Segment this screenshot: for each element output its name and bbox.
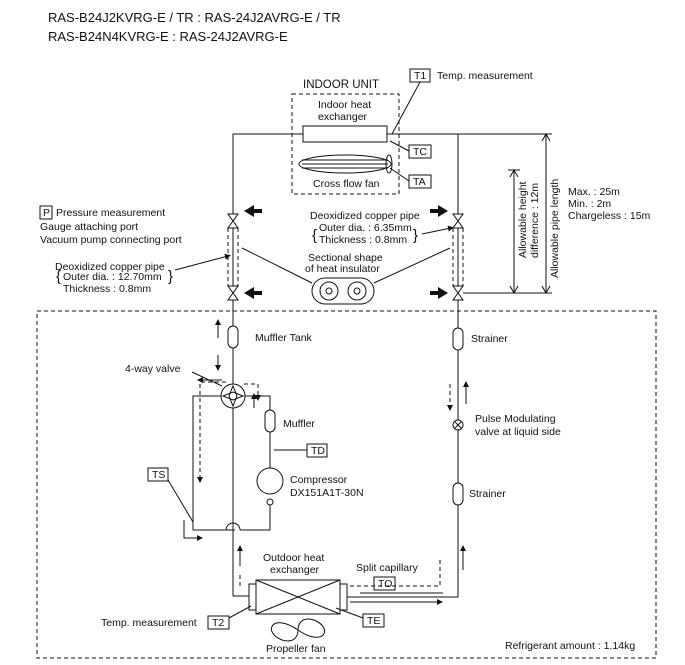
gas-pipe-outer: Outer dia. : 12.70mm [63,271,162,283]
four-way-valve-icon [220,383,246,409]
gauge-port-label: Gauge attaching port [40,221,138,233]
pressure-badge: P [43,207,50,219]
sensor-te-box [362,613,385,628]
gas-pipe-title: Deoxidized copper pipe [55,261,165,273]
sensor-tc: TC [413,146,427,158]
gas-flow-arrow-top [244,205,262,217]
liquid-flow-arrow-top [430,205,448,217]
sensor-ts-box [147,467,169,482]
cross-flow-fan-label: Cross flow fan [313,178,380,190]
propeller-fan-label: Propeller fan [266,643,326,655]
pulse-modulating-valve-icon [452,419,464,431]
insulator-label-1: Sectional shape [308,252,383,264]
refrigerant-amount: Refrigerant amount : 1.14kg [505,640,635,652]
pipe-4way-to-muffler [245,395,271,410]
liquid-pipe-thickness: Thickness : 0.8mm [319,234,407,246]
sensor-td: TD [311,445,325,457]
gas-flow-arrow-bottom [244,287,262,299]
sensor-t1: T1 [414,70,426,82]
gas-pipe-brace-left: { [56,268,61,285]
sensor-tc-box [408,144,432,159]
model-line-1: RAS-B24J2KVRG-E / TR : RAS-24J2AVRG-E / … [48,10,341,25]
propeller-fan-icon [270,618,326,642]
muffler-tank-label: Muffler Tank [255,332,313,344]
liquid-side-service-valves [452,213,464,301]
pressure-badge-box [39,205,53,220]
sensor-t1-label: Temp. measurement [437,70,533,82]
limit-chargeless: Chargeless : 15m [568,210,651,222]
insulator-section-icon [311,277,375,305]
sensor-te: TE [367,615,380,627]
insulator-label-2: of heat insulator [305,263,380,275]
limit-max: Max. : 25m [568,186,620,198]
liquid-pipe-title: Deoxidized copper pipe [310,210,420,222]
pipe-ohx-to-strainer [347,505,459,598]
split-capillary-label: Split capillary [356,562,419,574]
muffler-tank [227,325,239,349]
vacuum-port-label: Vacuum pump connecting port [40,234,182,246]
pmv-label-1: Pulse Modulating [475,413,556,425]
cross-flow-fan-icon [298,154,393,174]
strainer-bottom-label: Strainer [469,488,506,500]
indoor-hx-label-2: exchanger [318,111,368,123]
outdoor-hx-label-1: Outdoor heat [263,552,324,564]
indoor-heat-exchanger [302,125,388,143]
muffler-label: Muffler [283,418,315,430]
compressor-icon [256,467,284,495]
pmv-label-2: valve at liquid side [475,426,561,438]
four-way-valve-label: 4-way valve [125,363,181,375]
indoor-unit-boundary [291,93,400,195]
sensor-to-box [373,576,396,591]
strainer-bottom [452,482,464,506]
compressor-label: Compressor [290,474,348,486]
height-difference-label-2: difference : 12m [529,183,541,258]
indoor-hx-label-1: Indoor heat [318,99,371,111]
model-line-2: RAS-B24N4KVRG-E : RAS-24J2AVRG-E [48,29,288,44]
gas-side-service-valves [227,213,239,301]
outdoor-hx-label-2: exchanger [270,564,320,576]
height-difference-label-1: Allowable height [517,181,529,258]
sensor-ta: TA [413,176,426,188]
pipe-length-label: Allowable pipe length [549,179,561,278]
compressor-model: DX151A1T-30N [290,487,364,499]
strainer-top-label: Strainer [471,333,508,345]
liquid-pipe-outer: Outer dia. : 6.35mm [319,222,412,234]
strainer-top [452,327,464,351]
gas-pipe-thickness: Thickness : 0.8mm [63,283,151,295]
liquid-flow-arrow-bottom [430,287,448,299]
limit-min: Min. : 2m [568,198,611,210]
sensor-t2: T2 [212,617,224,629]
muffler [264,409,276,433]
sensor-ta-box [408,174,432,189]
indoor-gas-pipe [232,133,303,220]
liquid-pipe-brace-left: { [312,227,317,244]
pipe-4way-left-loop [192,395,235,531]
pressure-label: Pressure measurement [56,207,165,219]
sensor-ts: TS [152,469,165,481]
outdoor-heat-exchanger [248,579,348,615]
sensor-t2-label: Temp. measurement [101,617,197,629]
indoor-unit-title: INDOOR UNIT [303,79,379,91]
liquid-pipe-brace-right: } [413,227,418,244]
sensor-to: TO [378,578,392,590]
gas-pipe-brace-right: } [168,268,173,285]
sensor-t2-box [207,615,230,630]
outdoor-unit-boundary [36,310,657,659]
